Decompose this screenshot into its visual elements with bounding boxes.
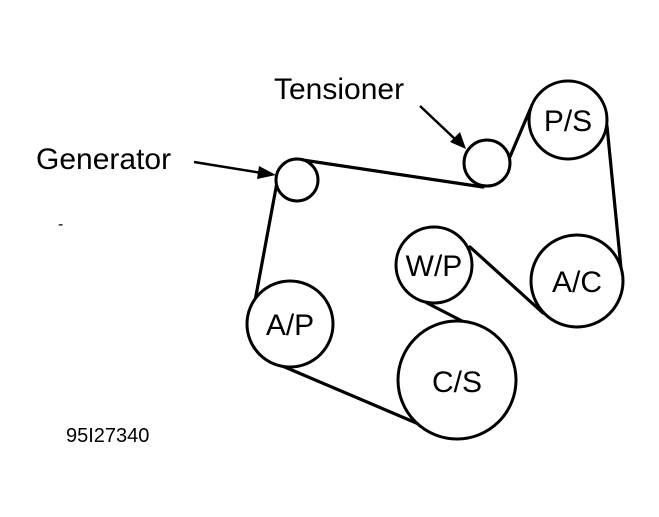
tensioner-leader-line bbox=[419, 105, 457, 141]
stray-mark: - bbox=[58, 216, 63, 233]
ps-pulley-circle bbox=[527, 79, 609, 161]
generator-pulley-circle bbox=[274, 157, 320, 203]
tensioner-pulley-circle bbox=[462, 138, 512, 188]
cs-pulley-label: C/S bbox=[432, 366, 482, 399]
pulley-ps: P/S bbox=[527, 79, 609, 161]
wp-pulley-circle bbox=[394, 225, 474, 305]
generator-arrowhead bbox=[257, 166, 276, 179]
tensioner-arrowhead bbox=[450, 132, 466, 149]
belt-segment-ps-ac bbox=[605, 124, 623, 270]
ps-pulley-label: P/S bbox=[544, 105, 592, 138]
pulley-wp: W/P bbox=[394, 225, 474, 305]
generator-callout-label: Generator bbox=[36, 143, 171, 176]
generator-leader-line bbox=[193, 160, 263, 175]
figure-id-label: 95I27340 bbox=[66, 425, 149, 447]
ac-pulley-circle bbox=[529, 233, 625, 329]
drive-belt bbox=[253, 103, 623, 427]
belt-segment-generator-tensioner bbox=[294, 157, 485, 189]
belt-segment-wp-cs bbox=[425, 301, 464, 323]
tensioner-callout-label: Tensioner bbox=[274, 73, 404, 106]
ap-pulley-circle bbox=[245, 279, 335, 369]
belt-segment-ap-generator bbox=[253, 175, 280, 303]
pulley-ac: A/C bbox=[529, 233, 625, 329]
callout-tensioner: Tensioner bbox=[274, 73, 466, 149]
pulley-cs: C/S bbox=[396, 319, 518, 441]
belt-segment-cs-ap bbox=[278, 363, 423, 427]
wp-pulley-label: W/P bbox=[406, 250, 463, 283]
ac-pulley-label: A/C bbox=[552, 266, 602, 299]
pulley-ap: A/P bbox=[245, 279, 335, 369]
belt-segment-ac-wp bbox=[468, 245, 545, 315]
cs-pulley-circle bbox=[396, 319, 518, 441]
ap-pulley-label: A/P bbox=[266, 309, 314, 342]
pulley-generator bbox=[274, 157, 320, 203]
callout-generator: Generator bbox=[36, 143, 276, 179]
pulley-tensioner bbox=[462, 138, 512, 188]
